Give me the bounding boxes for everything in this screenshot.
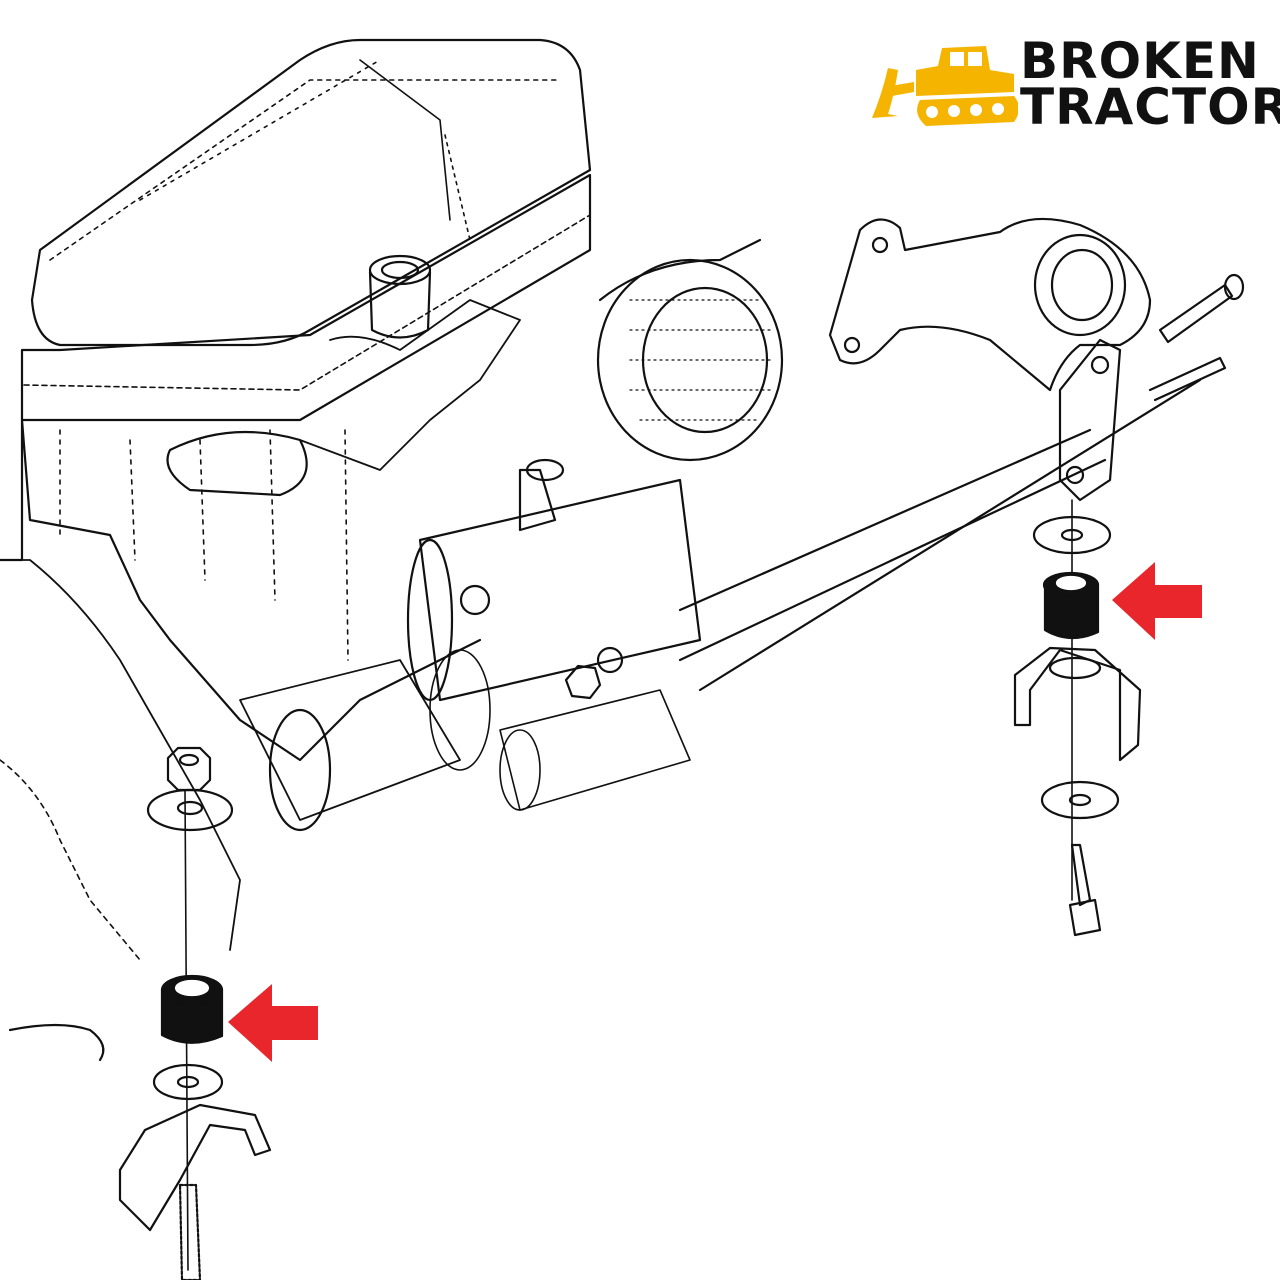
brand-logo: BROKEN TRACTOR (868, 32, 1280, 134)
rear-mount-rubber-arrow (1112, 562, 1202, 640)
left-upper-nut (166, 746, 212, 792)
axle-nuts (564, 646, 624, 700)
left-mount-rubber (160, 974, 224, 1044)
front-mount-rubber-arrow (228, 984, 318, 1062)
left-mount-saddle (118, 1103, 272, 1232)
brand-name-line2: TRACTOR (1020, 78, 1280, 136)
rocker-cover (30, 38, 592, 347)
right-mount-rubber (1042, 571, 1100, 640)
cylinder-head (20, 173, 592, 422)
starter-motor (239, 458, 702, 832)
left-mount-stud (178, 1183, 202, 1280)
front-mount-bracket (828, 217, 1245, 502)
right-mount-bolt (1068, 843, 1102, 937)
brand-name-line1: BROKEN (1020, 32, 1260, 90)
engine-block-body (0, 418, 482, 762)
right-upper-washer (1032, 515, 1112, 555)
engine-block (0, 38, 592, 1062)
left-mount-stack (118, 746, 272, 1280)
right-mount-stack (1013, 499, 1142, 937)
alternator (596, 238, 784, 462)
right-mount-saddle (1013, 646, 1142, 762)
right-lower-washer (1040, 780, 1120, 820)
front-bracket-bolt (1158, 273, 1245, 344)
bulldozer-icon (872, 46, 1018, 126)
left-upper-washer (146, 788, 234, 832)
front-axle-beam (678, 356, 1227, 692)
left-lower-washer (152, 1063, 224, 1101)
